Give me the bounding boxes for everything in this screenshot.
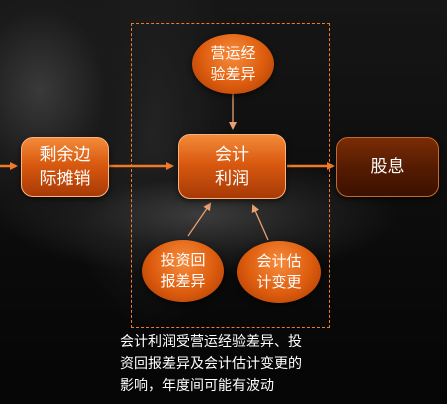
node-estimate-change-label: 会计估 计变更 [256, 252, 302, 291]
node-dividend: 股息 [336, 137, 439, 197]
node-dividend-label: 股息 [370, 157, 405, 177]
profit-drivers-dashed-frame [131, 23, 330, 328]
node-operating-variance-label: 营运经 验差异 [210, 44, 256, 83]
node-estimate-change: 会计估 计变更 [237, 241, 321, 303]
node-operating-variance: 营运经 验差异 [192, 34, 274, 94]
node-investment-variance-label: 投资回 报差异 [160, 251, 206, 290]
node-accounting-profit: 会计 利润 [178, 134, 286, 199]
arrow-estimate-to-profit [251, 204, 269, 241]
node-amortization-label: 剩余边 际摊销 [39, 145, 91, 189]
arrow-investment-to-profit [187, 202, 212, 237]
caption-text: 会计利润受营运经验差异、投 资回报差异及会计估计变更的 影响，年度间可能有波动 [120, 334, 302, 394]
node-amortization: 剩余边 际摊销 [21, 137, 109, 197]
node-investment-variance: 投资回 报差异 [142, 240, 224, 302]
node-accounting-profit-label: 会计 利润 [215, 144, 249, 189]
